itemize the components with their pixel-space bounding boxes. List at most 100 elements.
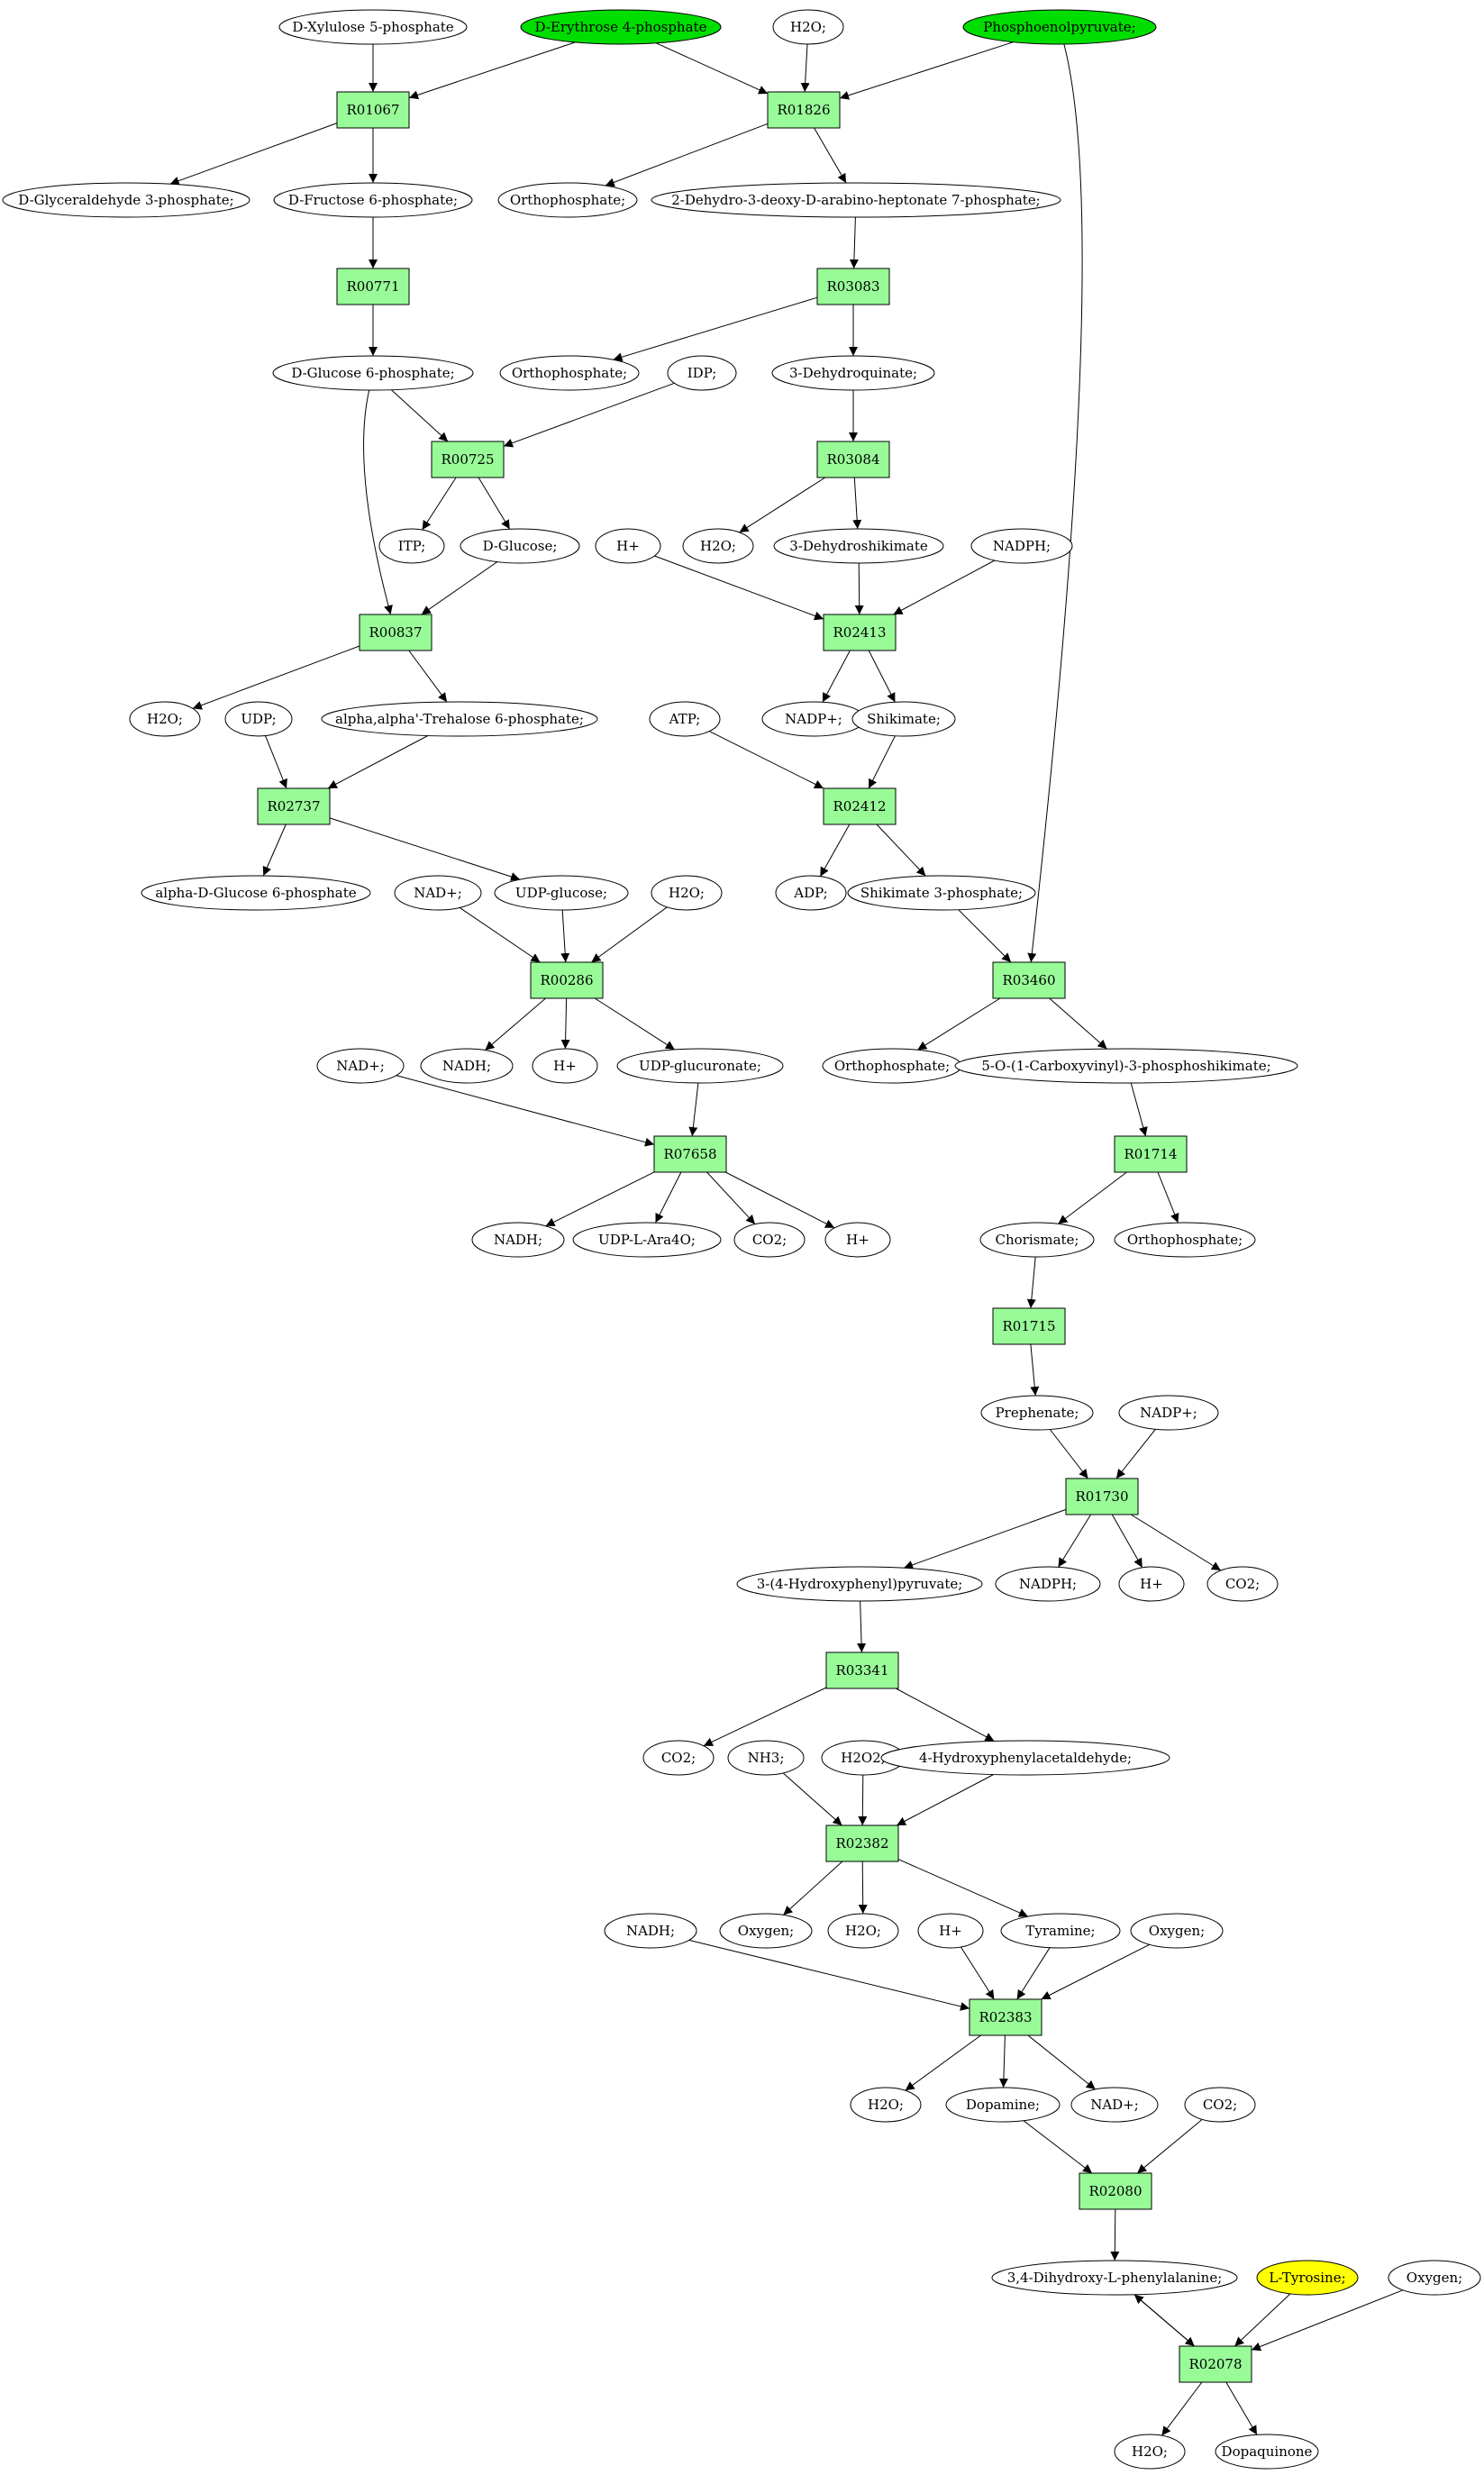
reaction-box	[969, 1998, 1042, 2036]
reaction-r00771[interactable]: R00771	[336, 268, 410, 305]
compound-oxy_b[interactable]: Oxygen;	[1130, 1913, 1224, 1949]
compound-xyl5p[interactable]: D-Xylulose 5-phosphate	[278, 9, 468, 45]
reaction-r02383[interactable]: R02383	[969, 1998, 1042, 2036]
reaction-r00725[interactable]: R00725	[431, 441, 505, 478]
compound-nad_a[interactable]: NAD+;	[394, 875, 482, 911]
compound-pi_b[interactable]: Orthophosphate;	[499, 355, 640, 391]
compound-shik[interactable]: Shikimate;	[851, 701, 956, 737]
compound-idp[interactable]: IDP;	[667, 355, 737, 391]
reaction-r03341[interactable]: R03341	[825, 1652, 899, 1689]
compound-s3p[interactable]: Shikimate 3-phosphate;	[847, 875, 1036, 911]
reaction-r02382[interactable]: R02382	[825, 1824, 899, 1862]
compound-h2o_c[interactable]: H2O;	[129, 701, 201, 737]
compound-nadp_b[interactable]: NADP+;	[1118, 1395, 1219, 1431]
compound-hplus_c[interactable]: H+	[824, 1222, 891, 1258]
reaction-r02412[interactable]: R02412	[823, 787, 897, 825]
compound-hplus_b[interactable]: H+	[532, 1048, 598, 1084]
compound-hpp[interactable]: 3-(4-Hydroxyphenyl)pyruvate;	[736, 1566, 983, 1602]
compound-chor[interactable]: Chorismate;	[979, 1222, 1095, 1258]
reaction-r02078[interactable]: R02078	[1179, 2345, 1252, 2383]
compound-ellipse	[824, 1222, 891, 1258]
compound-h2o_g[interactable]: H2O;	[1114, 2434, 1186, 2470]
compound-dahp[interactable]: 2-Dehydro-3-deoxy-D-arabino-heptonate 7-…	[651, 182, 1061, 218]
edge-t6p-to-r02737	[327, 735, 429, 789]
compound-adp[interactable]: ADP;	[775, 875, 847, 911]
compound-t6p[interactable]: alpha,alpha'-Trehalose 6-phosphate;	[321, 701, 598, 737]
compound-h2o_a[interactable]: H2O;	[772, 9, 844, 45]
compound-h2o_b[interactable]: H2O;	[682, 528, 754, 564]
compound-epsp[interactable]: 5-O-(1-Carboxyvinyl)-3-phosphoshikimate;	[954, 1048, 1298, 1084]
reaction-r03083[interactable]: R03083	[816, 268, 890, 305]
compound-glc[interactable]: D-Glucose;	[460, 528, 580, 564]
compound-nadh_b[interactable]: NADH;	[471, 1222, 565, 1258]
compound-nadph_b[interactable]: NADPH;	[995, 1566, 1101, 1602]
compound-f6p[interactable]: D-Fructose 6-phosphate;	[273, 182, 473, 218]
compound-pi_c[interactable]: Orthophosphate;	[822, 1048, 962, 1084]
reaction-r00837[interactable]: R00837	[359, 614, 432, 651]
compound-udp[interactable]: UDP;	[224, 701, 293, 737]
compound-itp[interactable]: ITP;	[378, 528, 445, 564]
compound-pi_d[interactable]: Orthophosphate;	[1114, 1222, 1256, 1258]
reaction-r01730[interactable]: R01730	[1065, 1478, 1139, 1515]
compound-hplus_d[interactable]: H+	[1118, 1566, 1185, 1602]
compound-co2_b[interactable]: CO2;	[1206, 1566, 1279, 1602]
compound-ellipse	[736, 1566, 983, 1602]
compound-dq[interactable]: Dopaquinone	[1215, 2434, 1319, 2470]
reaction-r02413[interactable]: R02413	[823, 614, 897, 651]
compound-ellipse	[129, 701, 201, 737]
compound-nadh_c[interactable]: NADH;	[604, 1913, 697, 1949]
reaction-r01067[interactable]: R01067	[336, 91, 410, 129]
compound-h2o_f[interactable]: H2O;	[850, 2087, 922, 2123]
reaction-r03460[interactable]: R03460	[992, 961, 1066, 999]
compound-label: NADH;	[626, 1923, 675, 1939]
compound-ag6p[interactable]: alpha-D-Glucose 6-phosphate	[141, 875, 371, 911]
compound-hplus_e[interactable]: H+	[917, 1913, 984, 1949]
compound-co2_c[interactable]: CO2;	[642, 1740, 715, 1776]
compound-pep[interactable]: Phosphoenolpyruvate;	[962, 9, 1157, 45]
compound-h2o_d[interactable]: H2O;	[651, 875, 723, 911]
reaction-r01715[interactable]: R01715	[992, 1307, 1066, 1345]
compound-nad_b[interactable]: NAD+;	[316, 1048, 405, 1084]
reaction-r01826[interactable]: R01826	[767, 91, 841, 129]
compound-dhs[interactable]: 3-Dehydroshikimate	[773, 528, 944, 564]
compound-label: 3-Dehydroquinate;	[789, 365, 917, 381]
compound-h2o2[interactable]: H2O2;	[821, 1740, 906, 1776]
compound-udpara[interactable]: UDP-L-Ara4O;	[572, 1222, 722, 1258]
compound-nh3[interactable]: NH3;	[727, 1740, 805, 1776]
reaction-r02080[interactable]: R02080	[1079, 2172, 1152, 2210]
compound-co2_d[interactable]: CO2;	[1184, 2087, 1256, 2123]
compound-oxy_c[interactable]: Oxygen;	[1388, 2260, 1481, 2296]
compound-ltyr[interactable]: L-Tyrosine;	[1256, 2260, 1359, 2296]
compound-oxy_a[interactable]: Oxygen;	[719, 1913, 813, 1949]
compound-ellipse	[1118, 1395, 1219, 1431]
compound-dopa_amine[interactable]: Dopamine;	[945, 2087, 1061, 2123]
compound-tyra[interactable]: Tyramine;	[1000, 1913, 1121, 1949]
compound-g6p[interactable]: D-Glucose 6-phosphate;	[272, 355, 474, 391]
reaction-r07658[interactable]: R07658	[653, 1135, 727, 1173]
compound-hpaa[interactable]: 4-Hydroxyphenylacetaldehyde;	[880, 1740, 1170, 1776]
edge-udpg-to-r00286	[560, 909, 570, 963]
compound-nadph_a[interactable]: NADPH;	[970, 528, 1073, 564]
compound-atp[interactable]: ATP;	[649, 701, 721, 737]
compound-udpg[interactable]: UDP-glucose;	[494, 875, 629, 911]
compound-nadp_a[interactable]: NADP+;	[761, 701, 866, 737]
edge-r01067-to-g3p	[169, 123, 338, 186]
compound-h2o_e[interactable]: H2O;	[827, 1913, 899, 1949]
compound-nadh_a[interactable]: NADH;	[420, 1048, 514, 1084]
reaction-r00286[interactable]: R00286	[530, 961, 604, 999]
reaction-r03084[interactable]: R03084	[816, 441, 890, 478]
edge-r00286-to-hplus_b	[560, 997, 570, 1050]
reaction-r02737[interactable]: R02737	[257, 787, 331, 825]
compound-nad_c[interactable]: NAD+;	[1070, 2087, 1159, 2123]
compound-udpga[interactable]: UDP-glucuronate;	[616, 1048, 784, 1084]
reaction-r01714[interactable]: R01714	[1114, 1135, 1188, 1173]
compound-pi_a[interactable]: Orthophosphate;	[497, 182, 638, 218]
compound-g3p[interactable]: D-Glyceraldehyde 3-phosphate;	[2, 182, 250, 218]
compound-ellipse	[572, 1222, 722, 1258]
compound-ldopa[interactable]: 3,4-Dihydroxy-L-phenylalanine;	[991, 2260, 1238, 2296]
compound-ery4p[interactable]: D-Erythrose 4-phosphate	[520, 9, 722, 45]
compound-preph[interactable]: Prephenate;	[980, 1395, 1094, 1431]
compound-dhq[interactable]: 3-Dehydroquinate;	[771, 355, 935, 391]
compound-hplus_a[interactable]: H+	[595, 528, 661, 564]
compound-co2_a[interactable]: CO2;	[733, 1222, 806, 1258]
